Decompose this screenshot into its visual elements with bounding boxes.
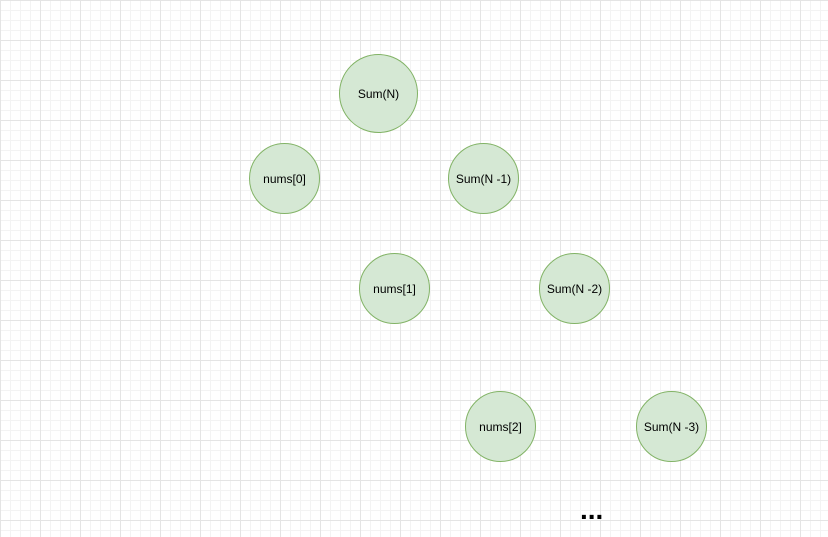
continuation-ellipsis: ...: [580, 494, 604, 525]
node-nums-1[interactable]: nums[1]: [359, 253, 430, 324]
node-sum-n-minus-1[interactable]: Sum(N -1): [448, 143, 519, 214]
node-nums-0[interactable]: nums[0]: [249, 143, 320, 214]
node-sum-n[interactable]: Sum(N): [339, 54, 418, 133]
node-sum-n-minus-2[interactable]: Sum(N -2): [539, 253, 610, 324]
node-sum-n-minus-3[interactable]: Sum(N -3): [636, 391, 707, 462]
node-nums-2[interactable]: nums[2]: [465, 391, 536, 462]
